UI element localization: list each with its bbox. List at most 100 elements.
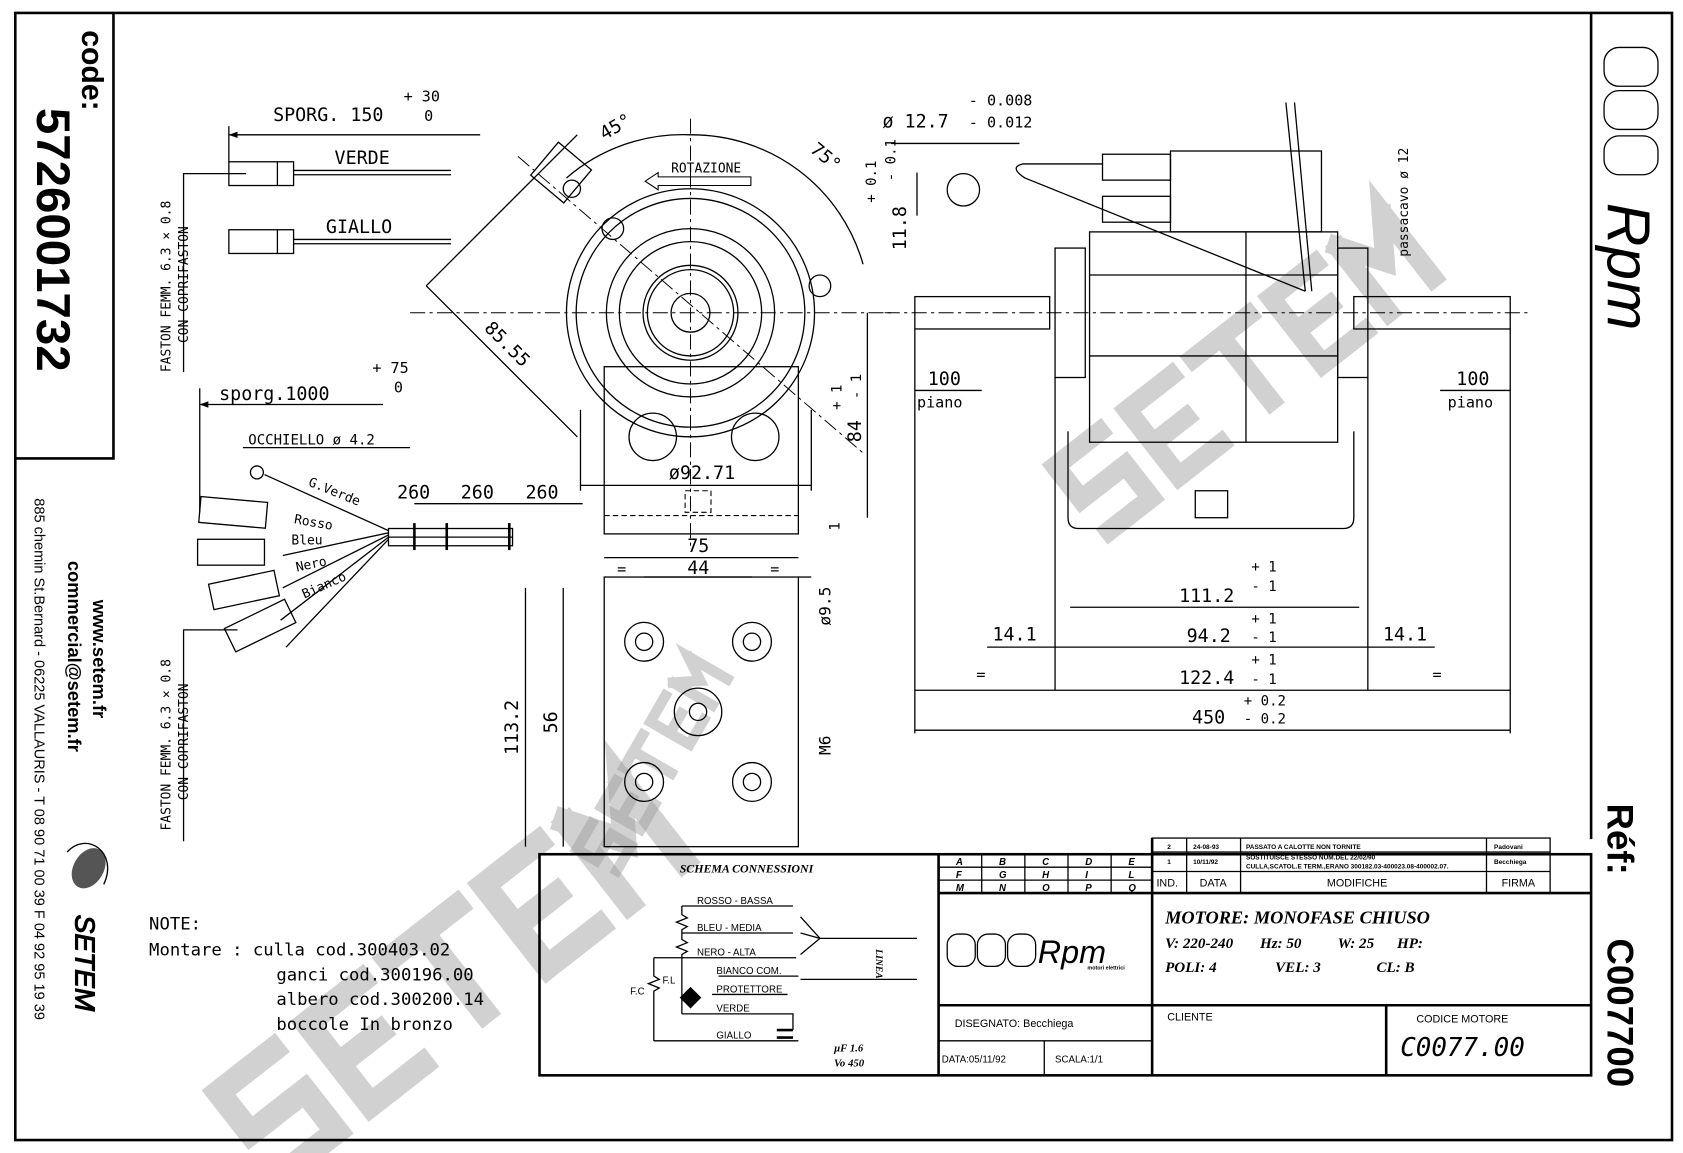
svg-text:SETEM: SETEM	[70, 915, 101, 1012]
svg-text:- 0.012: - 0.012	[969, 113, 1033, 131]
svg-text:1: 1	[1167, 859, 1171, 866]
email-link[interactable]: commercial@setem.fr	[64, 561, 85, 752]
svg-text:+ 1: + 1	[830, 385, 846, 410]
svg-text:V: 220-240: V: 220-240	[1165, 936, 1234, 952]
code-box	[15, 12, 115, 460]
svg-text:- 1: - 1	[1251, 630, 1276, 646]
svg-text:Vo 450: Vo 450	[834, 1058, 865, 1070]
svg-text:0: 0	[424, 107, 433, 125]
svg-text:2: 2	[1167, 844, 1171, 851]
svg-text:DATA: DATA	[1200, 878, 1228, 890]
svg-text:BIANCO COM.: BIANCO COM.	[716, 966, 781, 977]
svg-text:piano: piano	[1448, 394, 1493, 412]
svg-text:45°: 45°	[596, 110, 635, 145]
svg-text:I: I	[1085, 870, 1088, 881]
svg-text:84: 84	[845, 420, 866, 442]
svg-text:VEL: 3: VEL: 3	[1275, 960, 1321, 976]
svg-text:CL: B: CL: B	[1376, 960, 1414, 976]
svg-text:=: =	[1433, 666, 1442, 684]
svg-text:CODICE MOTORE: CODICE MOTORE	[1416, 1013, 1508, 1025]
code-label: code:	[75, 30, 108, 111]
svg-text:Hz: 50: Hz: 50	[1259, 936, 1302, 952]
svg-text:F.C: F.C	[630, 986, 645, 997]
svg-text:- 1: - 1	[1251, 579, 1276, 595]
svg-text:IND.: IND.	[1156, 878, 1178, 890]
svg-text:94.2: 94.2	[1187, 626, 1231, 647]
svg-text:11.8: 11.8	[890, 206, 911, 250]
svg-text:100: 100	[1456, 369, 1489, 390]
svg-text:Q: Q	[1128, 883, 1136, 894]
svg-text:260: 260	[397, 482, 430, 503]
svg-text:H: H	[1042, 870, 1050, 881]
svg-text:=: =	[770, 560, 779, 578]
svg-text:CLIENTE: CLIENTE	[1167, 1011, 1212, 1023]
connection-schematic: SCHEMA CONNESSIONI ROSSO - BASSA BLEU - …	[630, 862, 918, 1070]
svg-text:E: E	[1128, 857, 1135, 868]
svg-text:ø92.71: ø92.71	[669, 463, 735, 484]
svg-text:passacavo ø 12: passacavo ø 12	[1397, 148, 1412, 257]
svg-text:µF 1.6: µF 1.6	[833, 1043, 864, 1055]
wiring-upper: SPORG. 150 + 30 0 VERDE GIALLO FASTON FE…	[160, 87, 481, 373]
svg-text:Rosso: Rosso	[293, 512, 334, 534]
svg-text:85.55: 85.55	[480, 318, 534, 372]
svg-text:M: M	[956, 883, 965, 894]
svg-text:+ 0.2: + 0.2	[1244, 693, 1286, 709]
svg-text:ø9.5: ø9.5	[816, 587, 835, 626]
svg-text:F.L: F.L	[662, 976, 676, 987]
svg-text:=: =	[976, 666, 985, 684]
revision-table: 2 24-08-93 PASSATO A CALOTTE NON TORNITE…	[1151, 837, 1551, 894]
svg-text:+ 1: + 1	[1251, 652, 1276, 668]
svg-text:MODIFICHE: MODIFICHE	[1327, 878, 1387, 890]
svg-text:- 1: - 1	[1251, 672, 1276, 688]
svg-text:NOTE:: NOTE:	[149, 915, 201, 935]
svg-text:PASSATO A CALOTTE NON TORNITE: PASSATO A CALOTTE NON TORNITE	[1246, 844, 1361, 851]
svg-text:L: L	[1128, 870, 1134, 881]
motor-side-view: passacavo ø 12 100 piano 100 piano 111.2…	[884, 102, 1532, 734]
setem-logo: SETEM	[66, 842, 109, 1012]
svg-text:=: =	[617, 560, 626, 578]
svg-text:G.Verde: G.Verde	[306, 475, 362, 509]
svg-text:260: 260	[461, 482, 494, 503]
svg-text:sporg.1000: sporg.1000	[219, 384, 329, 405]
svg-text:ROTAZIONE: ROTAZIONE	[671, 162, 741, 177]
svg-text:W: 25: W: 25	[1338, 936, 1375, 952]
svg-text:F: F	[956, 870, 963, 881]
svg-text:+ 75: + 75	[372, 359, 408, 377]
svg-text:VERDE: VERDE	[335, 148, 390, 169]
svg-text:FASTON FEMM. 6.3 × 0.8: FASTON FEMM. 6.3 × 0.8	[160, 201, 175, 372]
svg-text:SCALA:1/1: SCALA:1/1	[1055, 1054, 1103, 1065]
svg-text:Montare : culla cod.300403.0: Montare : culla cod.300403.02	[149, 941, 450, 961]
notes: NOTE: Montare : culla cod.300403.02 ganc…	[149, 915, 484, 1035]
svg-text:1: 1	[827, 522, 843, 530]
svg-text:260: 260	[525, 482, 558, 503]
ref-value: C007700	[1599, 938, 1640, 1087]
svg-text:Nero: Nero	[295, 554, 329, 575]
svg-text:N: N	[999, 883, 1007, 894]
svg-text:ø 12.7: ø 12.7	[882, 111, 948, 132]
shaft-section: ø 12.7 - 0.008 - 0.012 11.8 + 0.1 - 0.1	[864, 92, 1032, 251]
svg-text:CON COPRIFASTON: CON COPRIFASTON	[177, 226, 192, 343]
svg-text:+ 30: + 30	[404, 87, 440, 105]
svg-text:14.1: 14.1	[993, 625, 1037, 646]
svg-text:100: 100	[928, 369, 961, 390]
address-text: 885 chemin St.Bernard - 06225 VALLAURIS …	[31, 498, 47, 1020]
svg-text:+ 1: + 1	[1251, 611, 1276, 627]
svg-text:122.4: 122.4	[1179, 668, 1234, 689]
svg-text:PROTETTORE: PROTETTORE	[716, 984, 783, 995]
svg-text:Becchiega: Becchiega	[1494, 859, 1527, 866]
ref-label: Réf:	[1599, 804, 1640, 875]
svg-text:P: P	[1085, 883, 1092, 894]
svg-text:111.2: 111.2	[1179, 586, 1234, 607]
svg-text:POLI: 4: POLI: 4	[1165, 960, 1217, 976]
svg-text:A: A	[955, 857, 963, 868]
svg-text:450: 450	[1192, 708, 1225, 729]
svg-text:+ 0.1: + 0.1	[864, 161, 880, 203]
svg-text:HP:: HP:	[1396, 936, 1423, 952]
svg-text:DISEGNATO: Becchiega: DISEGNATO: Becchiega	[955, 1018, 1074, 1030]
code-value: 5726001732	[26, 108, 79, 372]
website-link[interactable]: www.setem.fr	[89, 599, 110, 719]
svg-text:BLEU - MEDIA: BLEU - MEDIA	[697, 923, 762, 934]
svg-text:- 0.1: - 0.1	[883, 139, 899, 181]
bracket-view: 75 44 = = ø9.5 M6 113.2 56	[502, 536, 835, 848]
